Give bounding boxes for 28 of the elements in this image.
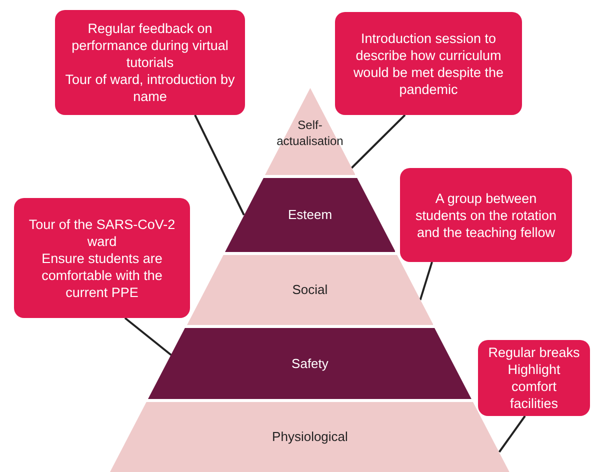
esteem-tier [224,178,396,252]
physiological-tier [110,402,510,472]
callout-text: A group between students on the rotation and the teaching fellow [414,190,558,240]
callout-text: Regular breaks [487,344,581,361]
callout-box [14,198,190,318]
callout-box [55,10,245,115]
self-actualisation-tier [264,88,356,175]
tier-label: Safety [290,356,330,372]
social-tier [186,255,434,325]
callout-box [400,168,572,262]
callout-text: Ensure students are comfortable with the current PPE [40,250,164,300]
tier-label: Self-actualisation [276,117,344,149]
tier-label: Social [291,282,329,298]
leader-line [124,317,172,356]
leader-line [350,114,406,169]
leader-line [498,415,526,453]
safety-tier [148,328,472,399]
callout-box [478,340,590,416]
callout-box [335,12,522,115]
callout-text: Introduction session to describe how curriculum would be met despite the pandemic [352,30,505,98]
callout-text: Regular feedback on performance during virtual tutorials [70,20,230,71]
leader-line [419,262,433,300]
callout-text: Tour of the SARS-CoV-2 ward [28,216,176,250]
callout-text: Highlight comfort facilities [506,361,562,412]
tier-label: Physiological [271,429,349,445]
leader-line [194,114,245,216]
tier-label: Esteem [286,207,334,223]
callout-text: Tour of ward, introduction by name [64,71,236,105]
